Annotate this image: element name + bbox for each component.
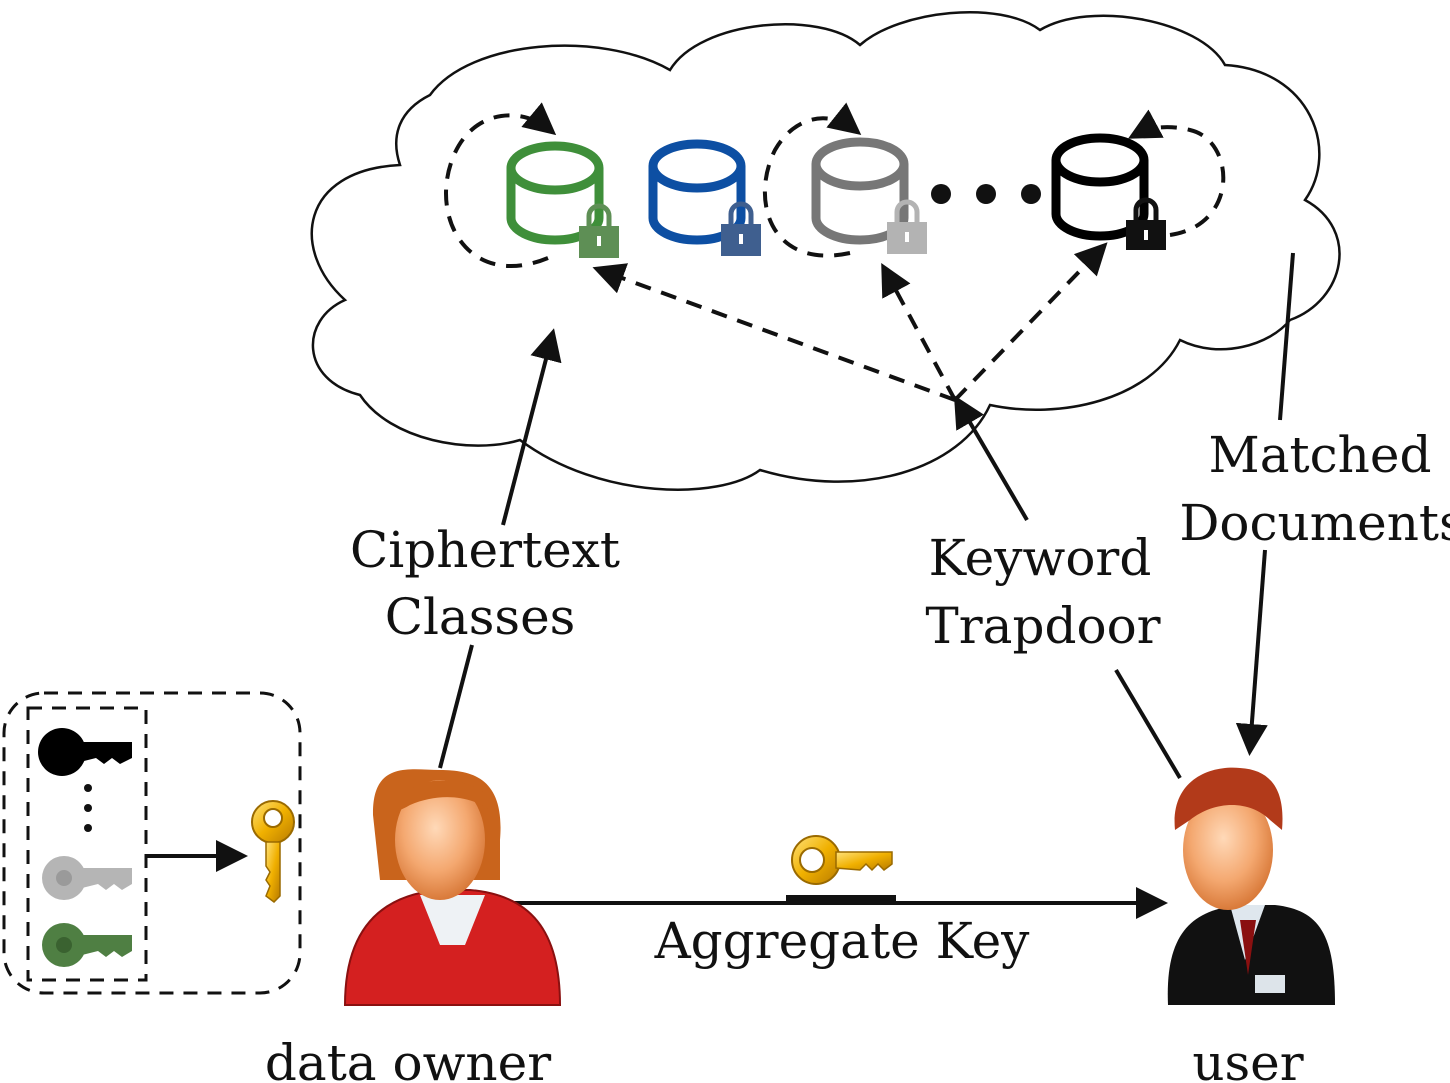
aggregate-key-arrow xyxy=(513,835,1168,919)
keyword-trapdoor-arrow xyxy=(953,395,1182,780)
data-owner-label: data owner xyxy=(265,1034,551,1083)
database-icon-class-3 xyxy=(762,102,927,258)
ciphertext-label: Ciphertext xyxy=(350,521,620,579)
keyword-label: Keyword xyxy=(929,529,1152,587)
user-label: user xyxy=(1192,1034,1303,1083)
trapdoor-label: Trapdoor xyxy=(925,597,1160,655)
padlock-icon xyxy=(1126,197,1166,250)
matched-documents-arrow xyxy=(1235,252,1295,756)
key-icon-aggregate-small xyxy=(251,800,295,903)
classes-label: Classes xyxy=(385,588,576,646)
key-icon-green xyxy=(42,923,132,967)
trapdoor-search-arrows xyxy=(592,242,1108,402)
padlock-icon xyxy=(579,203,619,258)
key-icon-aggregate xyxy=(791,835,893,885)
database-icon-class-1 xyxy=(444,102,619,268)
key-icon-gray xyxy=(42,856,132,900)
database-icon-class-2 xyxy=(648,139,761,256)
database-icon-class-4 xyxy=(1051,109,1226,250)
vertical-ellipsis xyxy=(84,784,92,832)
ciphertext-arrow xyxy=(438,328,562,769)
key-icon-black xyxy=(38,728,132,776)
cloud-icon xyxy=(310,10,1341,491)
matched-label: Matched xyxy=(1209,426,1432,484)
padlock-icon xyxy=(721,201,761,256)
ellipsis-dots xyxy=(931,184,1041,204)
user-avatar xyxy=(1167,767,1335,1005)
documents-label: Documents xyxy=(1179,494,1450,552)
aggregate-key-label: Aggregate Key xyxy=(654,912,1031,970)
padlock-icon xyxy=(887,199,927,254)
key-set-box xyxy=(2,691,302,995)
data-owner-avatar xyxy=(343,769,562,1006)
